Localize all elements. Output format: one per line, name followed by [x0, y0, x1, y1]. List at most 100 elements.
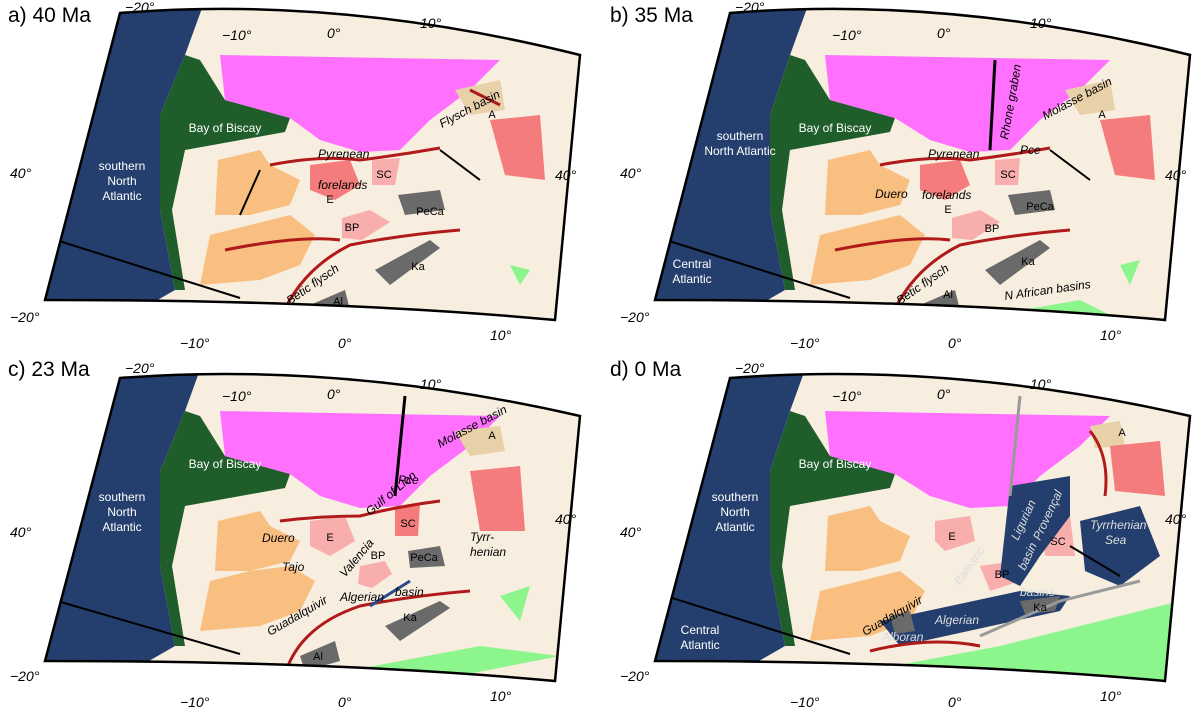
- map-0ma: d) 0 Ma −20° −10° 0° 10° −10° 0° 10° 40°…: [610, 358, 1192, 710]
- iberia-block-duero: [825, 506, 910, 571]
- label-ka: Ka: [411, 261, 425, 273]
- tick-lon-bottom: −10°: [180, 694, 210, 710]
- apulia-block: [455, 80, 505, 115]
- europe-foreland: [220, 55, 500, 152]
- thrust-alpine: [469, 88, 501, 107]
- europe-foreland: [825, 55, 1110, 152]
- fault-iberia: [239, 169, 261, 216]
- massif-bp: [358, 561, 392, 588]
- label-sea: Sea: [1105, 533, 1127, 547]
- massif-sc: [395, 504, 420, 536]
- tick-lat-left: −20°: [10, 668, 40, 684]
- label-ocean: southern: [717, 129, 764, 143]
- panel-title: d) 0 Ma: [610, 358, 682, 381]
- tick-lat-right: 40°: [555, 511, 577, 527]
- europe-foreland: [825, 411, 1110, 508]
- massif-east: [1100, 115, 1155, 180]
- basin-ligurian: [1000, 476, 1070, 586]
- label-sc: SC: [1050, 536, 1065, 548]
- map-23ma: c) 23 Ma −20° −10° 0° 10° −10° 0° 10° 40…: [8, 358, 582, 710]
- tick-lon-bottom: 10°: [490, 327, 512, 343]
- tick-lat-left: 40°: [620, 524, 642, 540]
- tick-lon-top: −10°: [832, 27, 862, 43]
- iberia-block-duero: [825, 150, 910, 215]
- massif-e: [310, 160, 360, 200]
- label-pyrenean: Pyrenean: [928, 147, 980, 161]
- tick-lon-top: 10°: [420, 376, 442, 392]
- label-alboran: Alboran: [881, 630, 924, 644]
- africa-margin: [965, 300, 1120, 320]
- map-body: [655, 8, 1190, 320]
- label-sc: SC: [400, 518, 415, 530]
- massif-east: [490, 115, 545, 180]
- label-pce: Pce: [1020, 143, 1041, 157]
- label-ka: Ka: [1033, 602, 1047, 614]
- iberia-block-tajo: [810, 215, 925, 285]
- fault-azores: [45, 234, 241, 299]
- tick-lon-bottom: −10°: [180, 335, 210, 351]
- exotic-peca: [408, 546, 445, 568]
- label-bp: BP: [985, 223, 1000, 235]
- label-ocean: southern: [99, 159, 146, 173]
- massif-e: [920, 160, 970, 200]
- tick-lat-left: −20°: [10, 309, 40, 325]
- apulia-block: [455, 426, 505, 456]
- fault-azores: [45, 595, 241, 655]
- label-ocean: southern: [712, 490, 759, 504]
- label-tyrrhenian: Tyrr-: [470, 530, 494, 544]
- label-bay-of-biscay: Bay of Biscay: [799, 457, 872, 471]
- panel-title: c) 23 Ma: [8, 358, 90, 381]
- africa-fragment: [1120, 260, 1140, 285]
- label-ka: Ka: [1021, 256, 1035, 268]
- label-e: E: [944, 204, 951, 216]
- exotic-al: [890, 611, 915, 634]
- label-pyrenean: Pyrenean: [318, 147, 370, 161]
- tick-lon-top: −10°: [832, 388, 862, 404]
- panel-0ma: d) 0 Ma −20° −10° 0° 10° −10° 0° 10° 40°…: [600, 356, 1200, 712]
- tick-lat-right: 40°: [1165, 511, 1187, 527]
- massif-east: [470, 466, 525, 531]
- label-tyrrhenian: Tyrrhenian: [1090, 518, 1147, 532]
- map-frame: [653, 372, 1192, 683]
- label-tyrrhenian: henian: [470, 545, 506, 559]
- massif-sc: [995, 158, 1020, 185]
- label-forelands: forelands: [318, 178, 367, 192]
- tick-lon-top: 0°: [327, 386, 341, 402]
- apulia-block: [1065, 80, 1115, 115]
- ocean-atlantic: [655, 373, 810, 681]
- tick-lat-left: −20°: [620, 309, 650, 325]
- exotic-peca: [1008, 190, 1055, 215]
- shelf-margin: [770, 55, 895, 290]
- label-central-atlantic: Central: [673, 257, 712, 271]
- basin-tyrrhenian: [1080, 506, 1160, 586]
- tick-lon-top: −20°: [125, 0, 155, 15]
- tick-lon-bottom: 10°: [1100, 327, 1122, 343]
- thrust-alpine: [1088, 430, 1108, 497]
- tick-lat-left: 40°: [10, 165, 32, 181]
- label-pce: Pce: [398, 473, 419, 487]
- label-bay-of-biscay: Bay of Biscay: [189, 121, 262, 135]
- label-bp: BP: [345, 222, 360, 234]
- fault-east: [1049, 149, 1091, 181]
- label-a: A: [1118, 427, 1126, 439]
- tick-lon-top: 10°: [1030, 15, 1052, 31]
- panel-title: a) 40 Ma: [8, 4, 91, 27]
- tick-lon-bottom: −10°: [790, 335, 820, 351]
- tick-lon-bottom: 0°: [948, 694, 962, 710]
- panel-title: b) 35 Ma: [610, 4, 693, 27]
- label-ocean: southern: [99, 490, 146, 504]
- shelf-margin: [770, 411, 895, 646]
- panel-35ma: b) 35 Ma −20° −10° 0° 10° −10° 0° 10° 40…: [600, 0, 1200, 356]
- label-bp: BP: [371, 550, 386, 562]
- graben-rhone: [1008, 395, 1022, 497]
- label-central-atlantic: Atlantic: [680, 638, 719, 652]
- label-a: A: [1098, 109, 1106, 121]
- map-frame: [653, 7, 1192, 322]
- label-central-atlantic: Central: [681, 623, 720, 637]
- thrust-central: [224, 237, 341, 252]
- tick-lon-bottom: 0°: [948, 335, 962, 351]
- tick-lon-top: −20°: [735, 360, 765, 376]
- tick-lat-right: 40°: [555, 167, 577, 183]
- africa-margin: [840, 596, 1190, 681]
- label-al: Al: [333, 296, 343, 308]
